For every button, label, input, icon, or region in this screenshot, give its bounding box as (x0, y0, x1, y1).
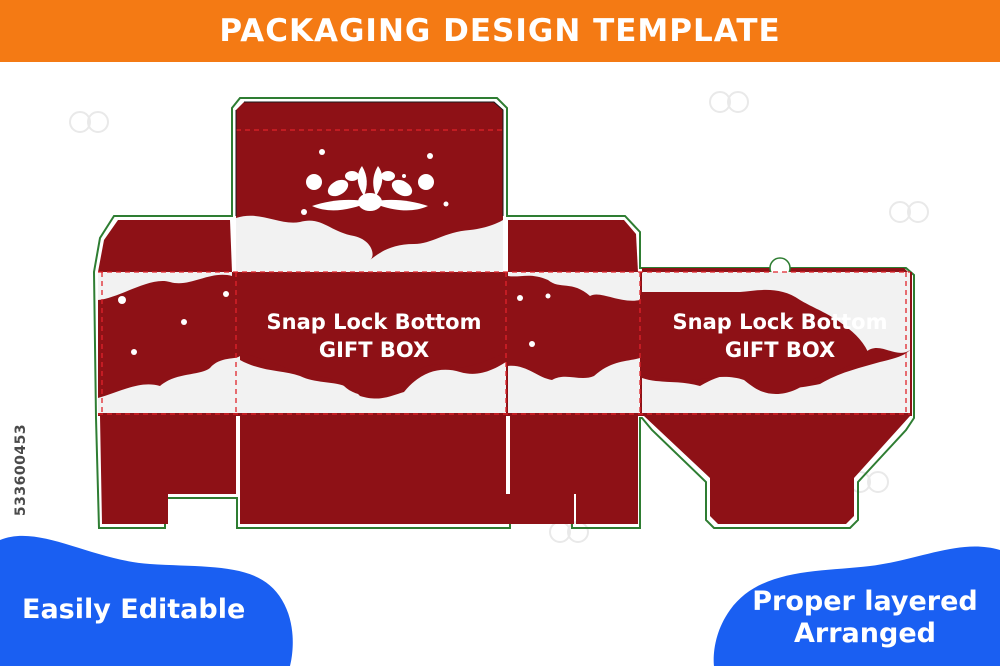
side-id-text: 533600453 (8, 418, 29, 528)
footer-blob-right (713, 546, 1000, 666)
footer-blob-left (0, 535, 293, 666)
panel-label-right-line1: Snap Lock Bottom (672, 310, 888, 334)
footer-right-label: Proper layered Arranged (740, 586, 990, 650)
top-banner: PACKAGING DESIGN TEMPLATE (0, 0, 1000, 62)
panel-label-right-line2: GIFT BOX (724, 338, 836, 362)
snowflake-dot-icon (118, 149, 551, 355)
footer-right-line1: Proper layered (752, 586, 978, 617)
panel-label-right: Snap Lock Bottom GIFT BOX (650, 308, 910, 364)
floral-ornament-icon (306, 166, 434, 211)
side-id-value: 533600453 (13, 423, 29, 517)
footer-right-line2: Arranged (794, 618, 936, 649)
panel-label-left: Snap Lock Bottom GIFT BOX (250, 308, 498, 364)
cloud-decoration (98, 215, 910, 413)
footer-left-label: Easily Editable (22, 594, 246, 625)
banner-title: PACKAGING DESIGN TEMPLATE (219, 13, 781, 49)
panel-label-left-line2: GIFT BOX (318, 338, 430, 362)
panel-label-left-line1: Snap Lock Bottom (266, 310, 482, 334)
